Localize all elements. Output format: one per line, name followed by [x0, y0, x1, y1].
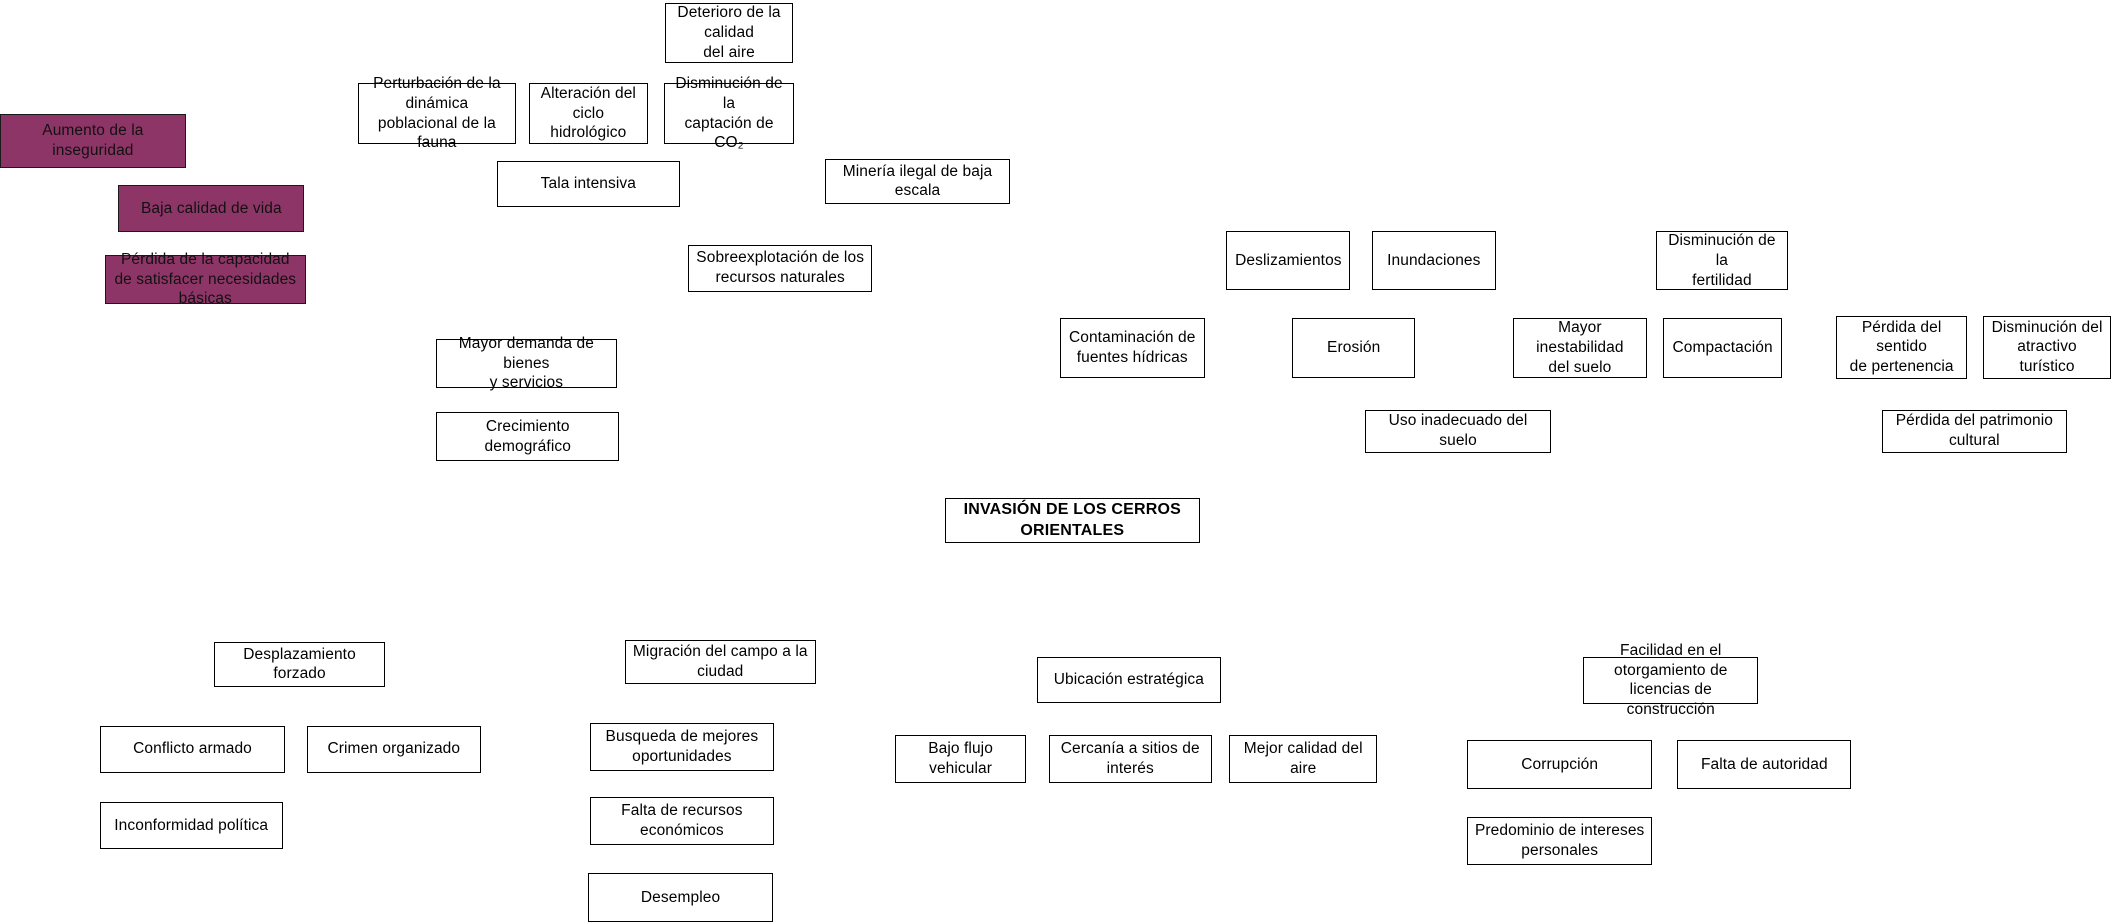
node-mayor-inestabilidad-suelo[interactable]: Mayor inestabilidad del suelo — [1513, 318, 1647, 378]
node-mineria-ilegal[interactable]: Minería ilegal de baja escala — [825, 158, 1010, 205]
node-ubicacion-estrategica[interactable]: Ubicación estratégica — [1036, 656, 1222, 703]
node-invasion-cerros-orientales[interactable]: INVASIÓN DE LOS CERROS ORIENTALES — [945, 498, 1200, 543]
node-crimen-organizado[interactable]: Crimen organizado — [306, 725, 481, 773]
node-mayor-demanda[interactable]: Mayor demanda de bienes y servicios — [436, 335, 617, 391]
node-contaminacion-fuentes-hidricas[interactable]: Contaminación de fuentes hídricas — [1059, 318, 1205, 378]
node-perturbacion-dinamica-fauna[interactable]: Perturbación de la dinámica poblacional … — [358, 75, 516, 151]
node-disminucion-atractivo-turistico[interactable]: Disminución del atractivo turístico — [1983, 315, 2111, 379]
node-inundaciones[interactable]: Inundaciones — [1371, 231, 1496, 291]
node-disminucion-captacion-co2[interactable]: Disminución de la captación de CO₂ — [663, 75, 795, 151]
node-predominio-intereses-personales[interactable]: Predominio de intereses personales — [1467, 816, 1652, 866]
node-falta-autoridad[interactable]: Falta de autoridad — [1677, 740, 1852, 789]
node-perdida-patrimonio-cultural[interactable]: Pérdida del patrimonio cultural — [1882, 409, 2067, 453]
node-migracion-campo-ciudad[interactable]: Migración del campo a la ciudad — [624, 639, 816, 684]
node-corrupcion[interactable]: Corrupción — [1467, 740, 1652, 789]
node-deslizamientos[interactable]: Deslizamientos — [1226, 231, 1351, 291]
node-perdida-capacidad[interactable]: Pérdida de la capacidad de satisfacer ne… — [105, 251, 306, 307]
node-crecimiento-demografico[interactable]: Crecimiento demográfico — [436, 412, 620, 461]
node-alteracion-ciclo-hidrologico[interactable]: Alteración del ciclo hidrológico — [529, 83, 648, 144]
node-baja-calidad-vida[interactable]: Baja calidad de vida — [118, 185, 305, 233]
node-uso-inadecuado-suelo[interactable]: Uso inadecuado del suelo — [1365, 409, 1551, 453]
node-erosion[interactable]: Erosión — [1292, 318, 1415, 378]
node-mejor-calidad-aire[interactable]: Mejor calidad del aire — [1229, 734, 1378, 784]
node-falta-recursos-economicos[interactable]: Falta de recursos económicos — [589, 796, 775, 846]
node-compactacion[interactable]: Compactación — [1662, 318, 1783, 378]
node-desempleo[interactable]: Desempleo — [588, 873, 773, 922]
node-bajo-flujo-vehicular[interactable]: Bajo flujo vehicular — [895, 734, 1026, 784]
node-inconformidad-politica[interactable]: Inconformidad política — [99, 802, 283, 850]
node-disminucion-fertilidad[interactable]: Disminución de la fertilidad — [1655, 231, 1788, 291]
node-facilidad-licencias[interactable]: Facilidad en el otorgamiento de licencia… — [1583, 642, 1759, 718]
node-busqueda-mejores-oportunidades[interactable]: Busqueda de mejores oportunidades — [589, 722, 775, 772]
node-cercania-sitios-interes[interactable]: Cercanía a sitios de interés — [1048, 734, 1212, 784]
node-sobreexplotacion-recursos[interactable]: Sobreexplotación de los recursos natural… — [687, 244, 873, 292]
node-deterioro-calidad-aire[interactable]: Deterioro de la calidad del aire — [665, 2, 793, 64]
node-aumento-inseguridad[interactable]: Aumento de la inseguridad — [0, 114, 186, 168]
node-conflicto-armado[interactable]: Conflicto armado — [99, 725, 286, 773]
node-tala-intensiva[interactable]: Tala intensiva — [496, 161, 680, 207]
node-perdida-sentido-pertenencia[interactable]: Pérdida del sentido de pertenencia — [1836, 315, 1967, 379]
node-desplazamiento-forzado[interactable]: Desplazamiento forzado — [214, 642, 386, 687]
